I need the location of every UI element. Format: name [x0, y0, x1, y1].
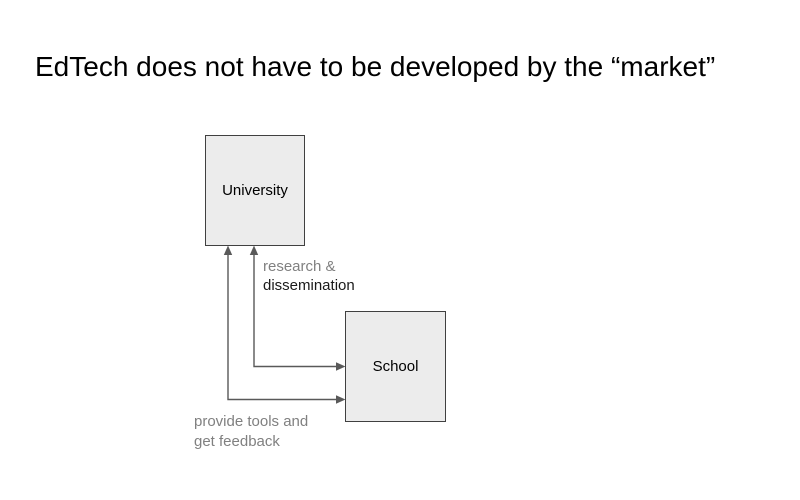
connector-university-school-outer — [223, 245, 346, 404]
node-school: School — [345, 311, 446, 422]
arrowhead-up-inner — [249, 245, 259, 255]
node-school-label: School — [372, 358, 419, 375]
arrowhead-right-outer — [336, 395, 346, 404]
node-university: University — [205, 135, 305, 246]
edge-label-research-line1: research & — [263, 258, 336, 275]
edge-label-research-line2: dissemination — [263, 277, 355, 294]
edge-label-provide-line1: provide tools and — [194, 413, 309, 430]
node-university-label: University — [222, 182, 288, 199]
arrowhead-up-outer — [223, 245, 233, 255]
edge-label-provide-feedback: provide tools and get feedback — [194, 412, 308, 452]
edge-label-research-dissemination: research & dissemination — [263, 257, 355, 295]
slide-title: EdTech does not have to be developed by … — [35, 51, 716, 82]
arrowhead-right-inner — [336, 362, 346, 371]
edge-label-provide-line2: get feedback — [194, 433, 280, 450]
connector-university-school-inner — [249, 245, 346, 371]
